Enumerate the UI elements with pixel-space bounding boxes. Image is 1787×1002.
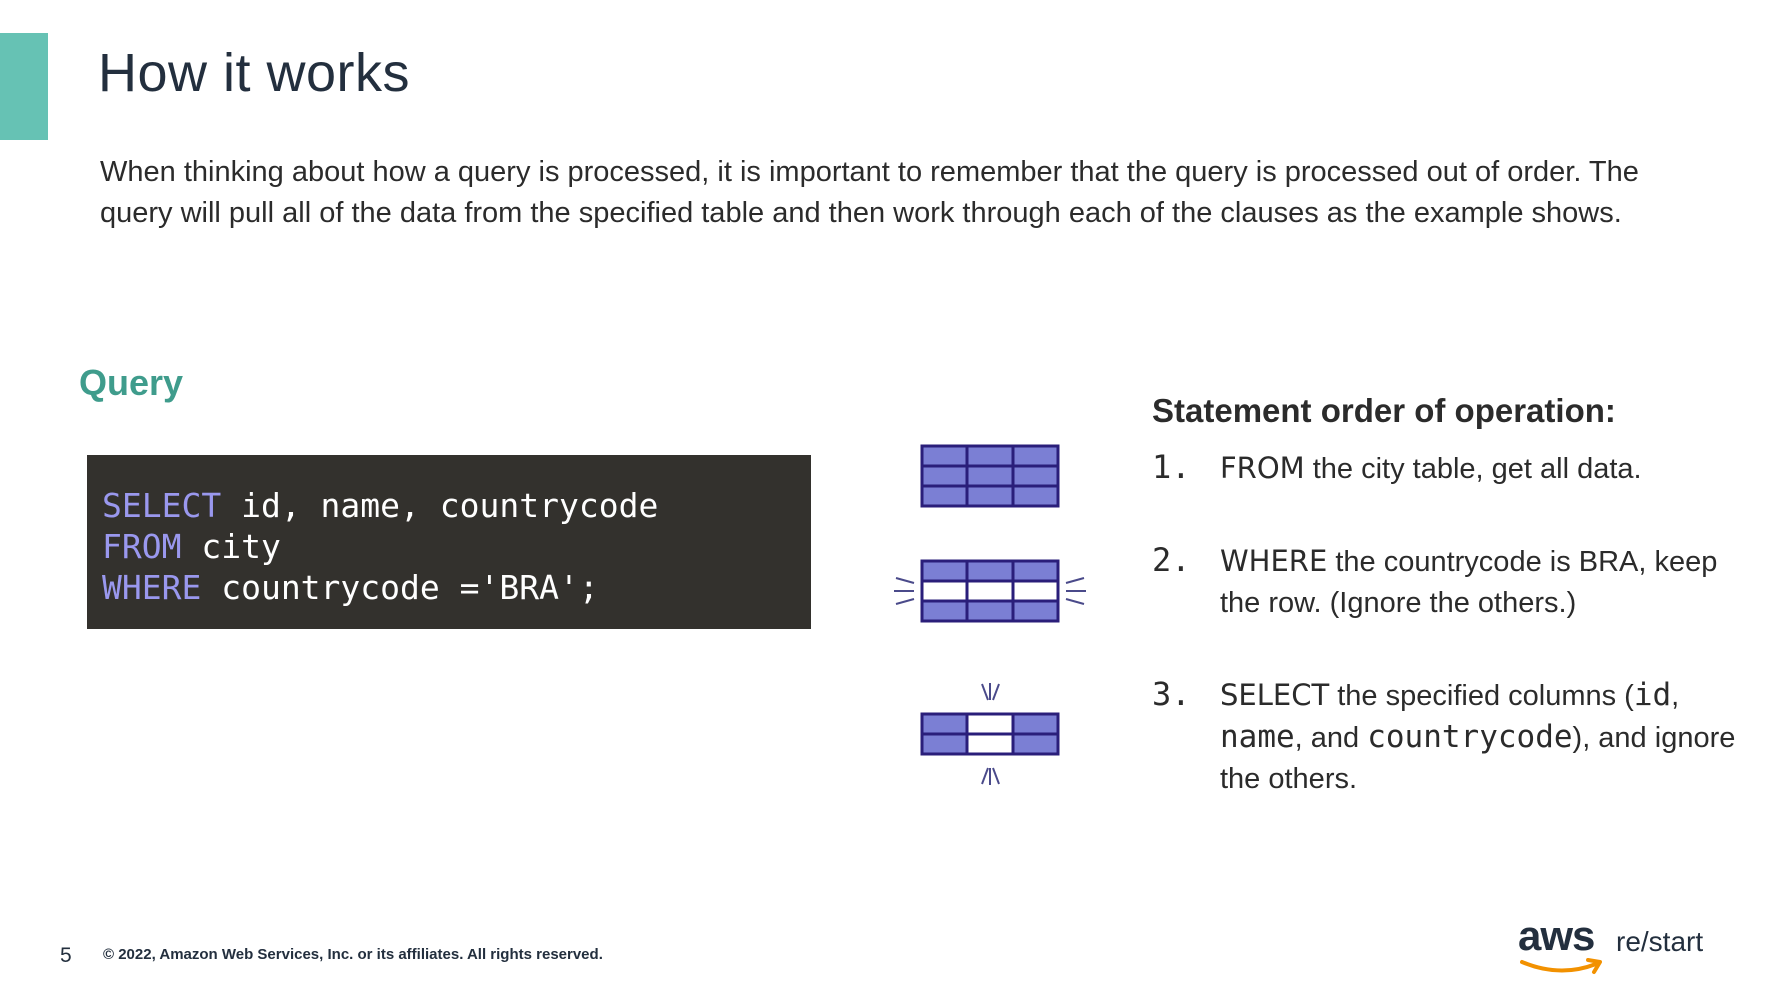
column-name: name: [1220, 719, 1295, 755]
aws-smile-icon: [1520, 958, 1602, 974]
column-name: id: [1633, 677, 1672, 713]
step-keyword: SELECT: [1220, 678, 1330, 712]
aws-restart-logo: aws re/start: [1518, 912, 1718, 978]
step-description: the specified columns (: [1329, 680, 1634, 712]
table-all-rows-icon: [920, 444, 1060, 508]
step-description: ), and ignore the others.: [1220, 722, 1736, 795]
step-separator: , and: [1294, 722, 1368, 754]
step-text: SELECT the specified columns (id, name, …: [1220, 675, 1740, 800]
code-text: city: [181, 527, 281, 566]
code-text: id, name, countrycode: [221, 486, 659, 525]
code-line-from: FROM city: [102, 526, 811, 567]
code-line-select: SELECT id, name, countrycode: [102, 485, 811, 526]
code-block: SELECT id, name, countrycode FROM city W…: [87, 455, 811, 629]
query-heading: Query: [79, 362, 184, 403]
operation-icons: [890, 440, 1090, 790]
table-filter-row-icon: [894, 559, 1086, 623]
table-select-column-icon: [920, 683, 1060, 785]
statement-order-heading: Statement order of operation:: [1152, 392, 1616, 429]
code-text: countrycode ='BRA';: [201, 568, 599, 607]
column-name: countrycode: [1367, 719, 1573, 755]
step-description: the city table, get all data.: [1304, 453, 1642, 485]
step-text: WHERE the countrycode is BRA, keep the r…: [1220, 541, 1740, 624]
step-keyword: FROM: [1220, 451, 1305, 485]
logo-restart-text: re/start: [1616, 926, 1704, 957]
code-keyword: WHERE: [102, 568, 202, 607]
step-text: FROM the city table, get all data.: [1220, 448, 1740, 490]
step-number: 2.: [1152, 541, 1191, 579]
page-title: How it works: [98, 43, 411, 103]
page-number: 5: [60, 944, 72, 967]
step-keyword: WHERE: [1220, 544, 1328, 578]
code-line-where: WHERE countrycode ='BRA';: [102, 567, 811, 608]
step-separator: ,: [1671, 680, 1680, 712]
step-number: 3.: [1152, 675, 1191, 713]
logo-aws-text: aws: [1518, 912, 1595, 959]
code-keyword: FROM: [102, 527, 182, 566]
copyright-notice: © 2022, Amazon Web Services, Inc. or its…: [103, 946, 603, 963]
step-number: 1.: [1152, 448, 1191, 486]
step-description: the countrycode is BRA, keep the row. (I…: [1220, 546, 1718, 619]
code-keyword: SELECT: [102, 486, 222, 525]
intro-paragraph: When thinking about how a query is proce…: [100, 156, 1639, 229]
accent-bar: [0, 33, 48, 140]
